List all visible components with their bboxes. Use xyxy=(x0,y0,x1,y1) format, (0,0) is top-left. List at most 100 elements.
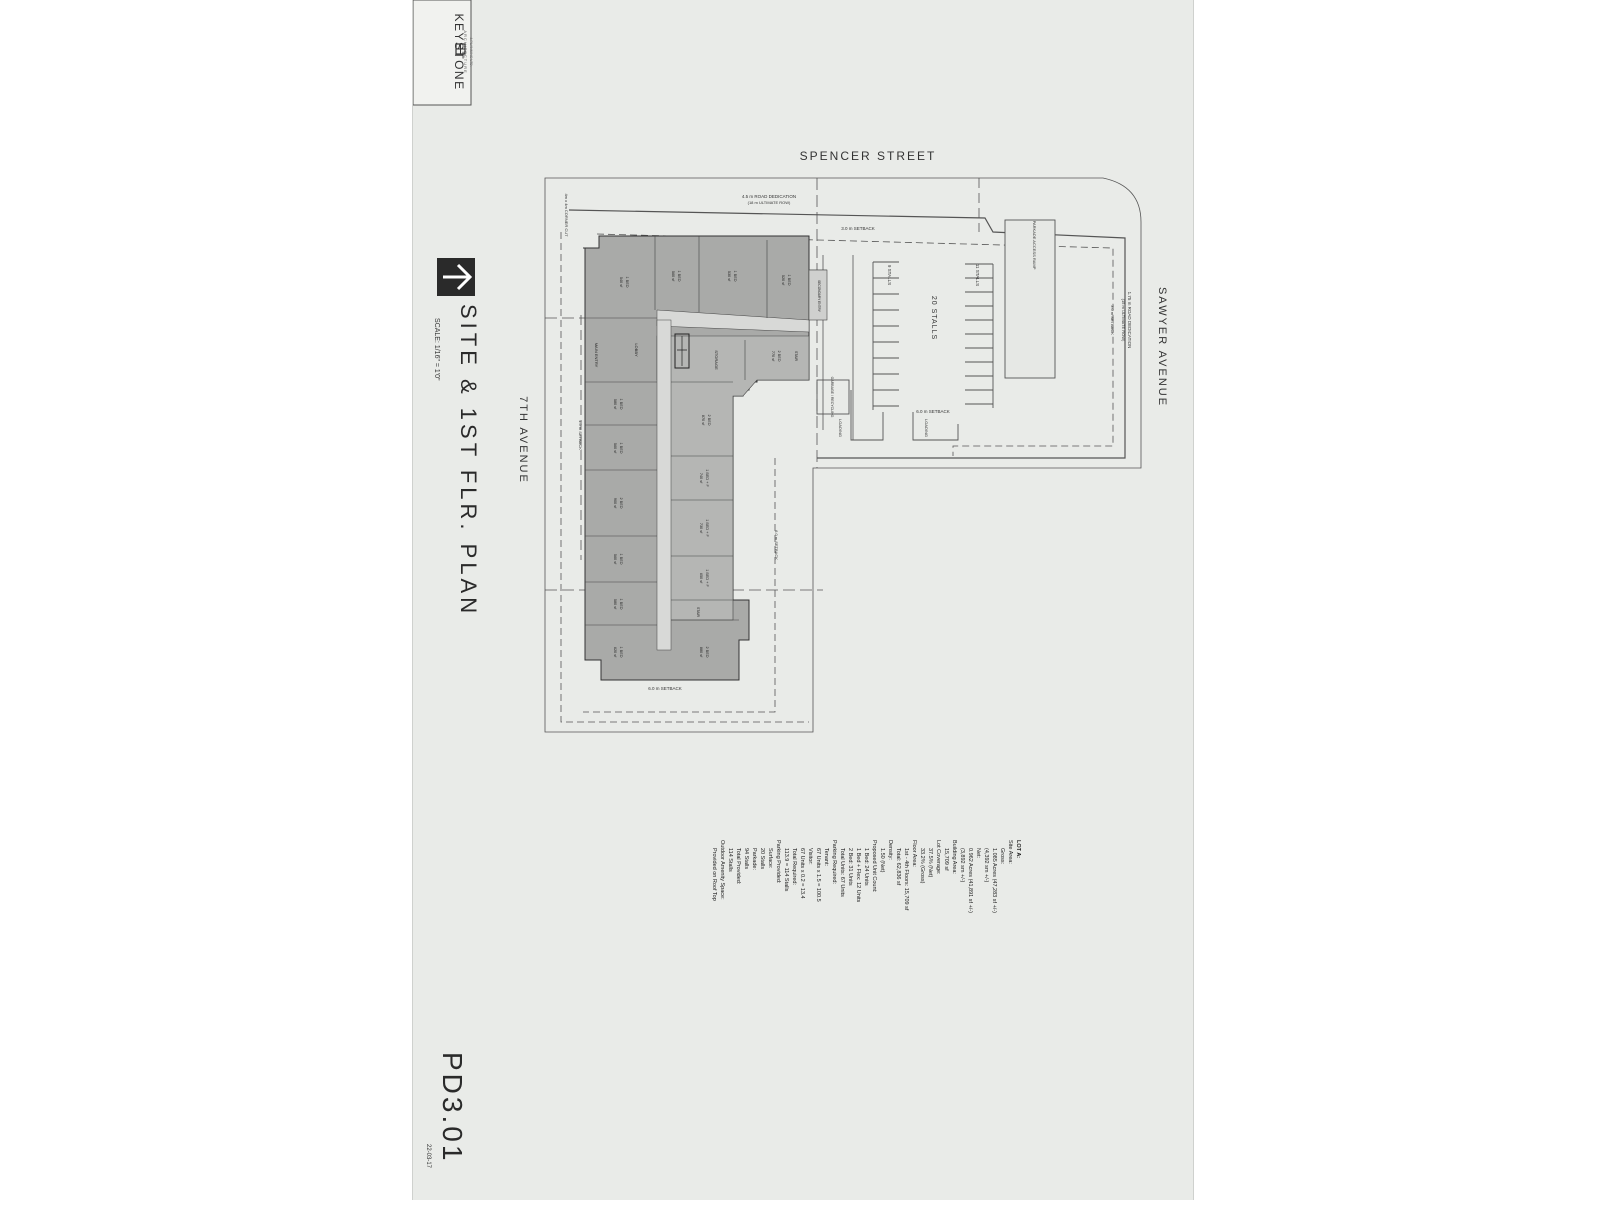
stat-building-area: Building Area: xyxy=(951,840,957,874)
unit-12-type: 1 BED xyxy=(619,554,623,565)
loading-label-2: LOADING xyxy=(924,419,929,437)
stat-unit-2: 1 Bed + Flex: 12 Units xyxy=(855,848,861,903)
stat-gross: Gross: xyxy=(999,848,1005,865)
loading-label-1: LOADING xyxy=(838,419,843,437)
sheet-number: PD3.01 xyxy=(437,1052,468,1163)
road-dedication-side-sub: (15 m ULTIMATE ROW) xyxy=(1121,299,1126,342)
stall-dividers-left xyxy=(873,261,899,407)
stat-surface: Surface: xyxy=(767,848,773,869)
unit-8-type: 1 BED xyxy=(619,443,623,454)
lobby-label: LOBBY xyxy=(634,343,639,357)
stat-net-val-1: 0.962 Acres (41,891 sf +/-) xyxy=(967,848,973,913)
setback-line-west xyxy=(560,232,809,723)
setback-line-dashed xyxy=(596,233,1114,456)
unit-13-area: 650 sf xyxy=(699,573,703,584)
site-plan-drawing: KEYSTONE ARCHITECTURE & PLANNING LTD. SI… xyxy=(412,0,1168,1169)
setback-inner-label: 6.0 m SETBACK xyxy=(774,530,779,560)
stat-lot: LOT A: xyxy=(1015,840,1021,858)
road-dedication-top: 4.5 m ROAD DEDICATION xyxy=(742,194,796,199)
stair-label-2: STAIR xyxy=(696,607,700,618)
parkade-ramp xyxy=(1004,219,1056,379)
secondary-entry-label: SECONDARY ENTRY xyxy=(817,280,821,313)
stat-density: Density: xyxy=(887,840,893,860)
stat-parkade: Parkade: xyxy=(751,848,757,870)
stat-visitor: Visitor: xyxy=(807,848,813,865)
unit-14-type: 1 BED xyxy=(619,599,623,610)
stat-tenant: Tenant: xyxy=(823,848,829,867)
drawing-title-block: SITE & 1ST FLR. PLAN SCALE: 1/16" = 1'0" xyxy=(433,258,481,617)
stat-net-val-2: (3,892 sm +/-) xyxy=(959,848,965,883)
firm-name: KEYSTONE xyxy=(452,13,466,90)
unit-11-area: 730 sf xyxy=(699,523,703,534)
road-dedication-top-sub: (18 m ULTIMATE ROW) xyxy=(748,200,791,205)
unit-1-area: 540 sf xyxy=(619,277,623,288)
stat-lot-cov-1: 37.5% (Net) xyxy=(927,848,933,878)
unit-10-area: 900 sf xyxy=(613,498,617,509)
property-line xyxy=(568,209,1126,459)
unit-4-area: 520 sf xyxy=(781,275,785,286)
stat-unit-3: 2 Bed: 31 Units xyxy=(847,848,853,886)
unit-12-area: 560 sf xyxy=(613,554,617,565)
firm-emblem-icon xyxy=(455,43,466,55)
stat-gross-val-2: (4,392 sm +/-) xyxy=(983,848,989,883)
unit-10-type: 2 BED xyxy=(619,498,623,509)
unit-15-area: 620 sf xyxy=(613,647,617,658)
stat-total-req: Total Required: xyxy=(791,848,797,885)
unit-6-type: 1 BED xyxy=(619,399,623,410)
project-statistics: LOT A: Site Area: Gross: 1.085 Acres (47… xyxy=(711,840,1021,913)
stat-visitor-val: 67 Units x 0.2 = 13.4 xyxy=(799,848,805,899)
stat-outdoor: Outdoor Amenity Space: xyxy=(719,840,725,900)
stat-unit-total: Total Units: 67 Units xyxy=(839,848,845,897)
road-dedication-side: 1.75 m ROAD DEDICATION xyxy=(1127,292,1132,349)
stalls-left-label: 9 STALLS xyxy=(887,265,892,285)
unit-7-area: 870 sf xyxy=(701,415,705,426)
stat-total-prov-val: 114 Stalls xyxy=(727,848,733,872)
unit-9-area: 740 sf xyxy=(699,473,703,484)
drawing-sheet: KEYSTONE ARCHITECTURE & PLANNING LTD. SI… xyxy=(412,0,1194,1200)
sheet-date: 22-03-17 xyxy=(425,1144,431,1169)
unit-5-type: 2 BED xyxy=(777,351,781,362)
setback-top-label: 3.0 m SETBACK xyxy=(841,226,875,231)
garbage-label: GARBAGE / RECYCLING xyxy=(830,377,834,418)
stat-total-prov: Total Provided: xyxy=(735,848,741,885)
main-entry-label: MAIN ENTRY xyxy=(594,343,599,368)
stat-parkade-val: 94 Stalls xyxy=(743,848,749,869)
stat-total-req-val: 113.9 = 114 Stalls xyxy=(783,848,789,892)
stat-gross-val-1: 1.085 Acres (47,283 sf +/-) xyxy=(991,848,997,913)
stat-tenant-val: 67 Units x 1.5 = 100.5 xyxy=(815,848,821,902)
firm-title-block: KEYSTONE ARCHITECTURE & PLANNING LTD. xyxy=(412,0,473,106)
unit-2-type: 1 BED xyxy=(677,271,681,282)
building-labels: MAIN ENTRY LOBBY STORAGE STAIR STAIR SEC… xyxy=(594,280,821,617)
stat-unit-count: Proposed Unit Count: xyxy=(871,840,877,893)
stalls-total-label: 20 STALLS xyxy=(930,296,937,340)
unit-16-type: 2 BED xyxy=(705,647,709,658)
road-boundary xyxy=(544,177,1142,733)
north-arrow-icon xyxy=(437,258,475,296)
setback-west-label: 1.5 m SETBACK xyxy=(578,420,583,450)
corner-cut-label: 4m x 4m CORNER CUT xyxy=(564,193,569,237)
stat-outdoor-val: Provided on Roof Top xyxy=(711,848,717,901)
stall-dividers-right xyxy=(965,263,993,405)
unit-14-area: 580 sf xyxy=(613,599,617,610)
stat-lot-coverage: Lot Coverage: xyxy=(935,840,941,875)
street-name-east: SAWYER AVENUE xyxy=(1156,287,1168,407)
firm-line3: & PLANNING LTD. xyxy=(469,37,473,67)
unit-4-type: 1 BED xyxy=(787,275,791,286)
unit-2-area: 560 sf xyxy=(671,271,675,282)
stat-floor-area-2: Total: 62,836 sf xyxy=(895,848,901,886)
unit-3-area: 530 sf xyxy=(727,271,731,282)
unit-13-type: 1 BED + F xyxy=(705,569,709,587)
stat-unit-1: 1 Bed: 24 Units xyxy=(863,848,869,886)
unit-6-area: 580 sf xyxy=(613,399,617,410)
stat-building-area-val: 15,709 sf xyxy=(943,848,949,871)
street-name-north: SPENCER STREET xyxy=(800,149,937,163)
stat-site-area: Site Area: xyxy=(1007,840,1013,864)
stair-label-1: STAIR xyxy=(794,351,798,362)
drawing-title: SITE & 1ST FLR. PLAN xyxy=(456,304,481,617)
surface-parking xyxy=(816,219,1056,441)
parking-labels: 20 STALLS 9 STALLS 11 STALLS PARKADE ACC… xyxy=(830,221,1037,437)
stalls-right-label: 11 STALLS xyxy=(975,264,980,286)
unit-1-type: 1 BED xyxy=(625,277,629,288)
stat-surface-val: 20 Stalls xyxy=(759,848,765,869)
unit-7-type: 2 BED xyxy=(707,415,711,426)
